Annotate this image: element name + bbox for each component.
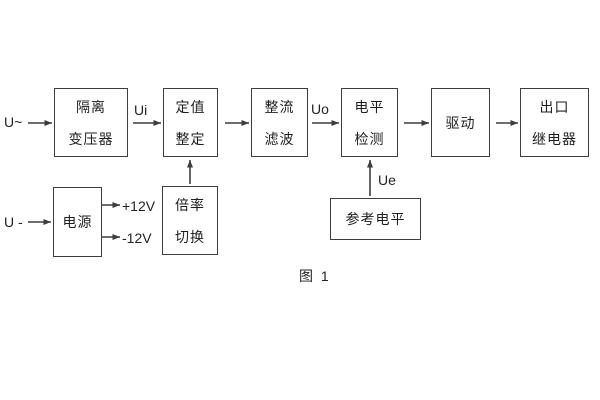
node-label: 变压器 [68, 130, 114, 147]
node-label: 定值 [175, 98, 206, 115]
node-label: 滤波 [264, 130, 295, 147]
node-label: 驱动 [445, 114, 476, 131]
node-level-detect: 电平 检测 [341, 88, 398, 157]
signal-label-plus12: +12V [122, 198, 156, 214]
node-label: 切换 [175, 228, 205, 245]
node-power-supply: 电源 [53, 187, 102, 257]
node-isolation-transformer: 隔离 变压器 [54, 88, 128, 157]
node-label: 整定 [175, 130, 206, 147]
node-label: 参考电平 [345, 211, 406, 227]
node-driver: 驱动 [431, 88, 490, 157]
node-setting-adjust: 定值 整定 [163, 88, 218, 157]
node-rectifier-filter: 整流 滤波 [251, 88, 308, 157]
signal-label-minus12: -12V [122, 230, 152, 246]
node-ratio-switch: 倍率 切换 [162, 186, 218, 255]
node-output-relay: 出口 继电器 [520, 88, 589, 157]
figure-caption: 图 1 [299, 268, 331, 284]
node-reference-level: 参考电平 [330, 198, 421, 240]
signal-label-ue: Ue [378, 172, 396, 188]
signal-label-uo: Uo [311, 101, 329, 117]
node-label: 倍率 [175, 196, 205, 213]
node-label: 隔离 [76, 98, 106, 115]
node-label: 整流 [264, 98, 295, 115]
signal-label-input-ac: U~ [4, 114, 23, 130]
node-label: 检测 [354, 130, 385, 147]
node-label: 出口 [539, 98, 570, 115]
node-label: 电源 [62, 214, 93, 230]
node-label: 电平 [354, 98, 385, 115]
signal-label-ui: Ui [134, 102, 148, 118]
node-label: 继电器 [532, 130, 577, 147]
signal-label-input-dc: U - [4, 214, 23, 230]
